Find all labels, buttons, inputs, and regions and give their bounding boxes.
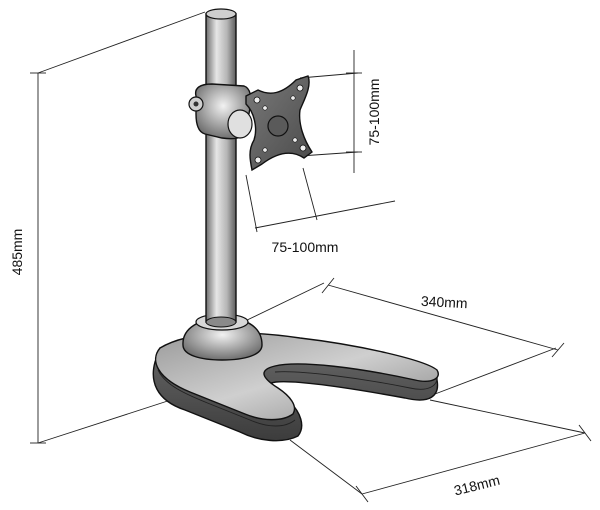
vesa-hole-icon [253, 96, 261, 104]
stand-pole [205, 8, 237, 328]
width-dim-line [361, 432, 586, 495]
vesa-hole-icon [296, 84, 304, 92]
base-depth-label: 340mm [421, 293, 468, 311]
vesa-vertical-dimension: 75-100mm [299, 50, 382, 173]
depth-tick-front [551, 342, 565, 358]
depth-tick-back [321, 277, 335, 294]
width-tick-right [578, 424, 592, 442]
tilt-pivot [227, 109, 253, 139]
base-depth-dimension: 340mm [242, 277, 565, 395]
depth-ext-back [242, 282, 325, 323]
vesa-plate [245, 75, 313, 172]
vesa-horizontal-label: 75-100mm [272, 239, 339, 255]
height-ext-line-bottom [37, 396, 181, 444]
depth-dim-line [327, 284, 559, 351]
vesa-h-dim-line [254, 200, 396, 229]
vesa-horizontal-dimension: 75-100mm [245, 167, 396, 255]
vesa-hole-icon [290, 95, 296, 101]
base-rim-line-right [274, 371, 438, 390]
pole-body [205, 13, 237, 323]
pole-cap [205, 8, 237, 20]
depth-ext-front [434, 347, 557, 395]
vesa-hole-icon [262, 147, 268, 153]
pole-clamp [188, 83, 253, 140]
width-tick-left [355, 485, 369, 503]
vesa-hole-icon [299, 144, 307, 152]
clamp-knob-center [193, 101, 199, 107]
vesa-v-ext-bottom [299, 151, 359, 157]
width-ext-right [429, 399, 586, 434]
vesa-hole-icon [262, 105, 268, 111]
base-width-label: 318mm [452, 472, 501, 499]
vesa-vertical-label: 75-100mm [366, 79, 382, 146]
height-ext-line-top [37, 11, 206, 74]
vesa-h-ext-left [245, 174, 258, 233]
vesa-v-ext-top [299, 72, 359, 79]
height-dimension: 485mm [9, 11, 206, 444]
vesa-center-hole-icon [267, 115, 289, 137]
vesa-hole-icon [292, 137, 298, 143]
pole-foot [205, 316, 237, 328]
base-rim-line [157, 369, 296, 427]
base-width-dimension: 318mm [289, 399, 592, 503]
height-label: 485mm [9, 229, 25, 276]
stand-base [152, 313, 439, 442]
width-ext-left [289, 439, 363, 495]
vesa-hole-icon [254, 156, 262, 164]
vesa-h-ext-right [302, 167, 318, 221]
